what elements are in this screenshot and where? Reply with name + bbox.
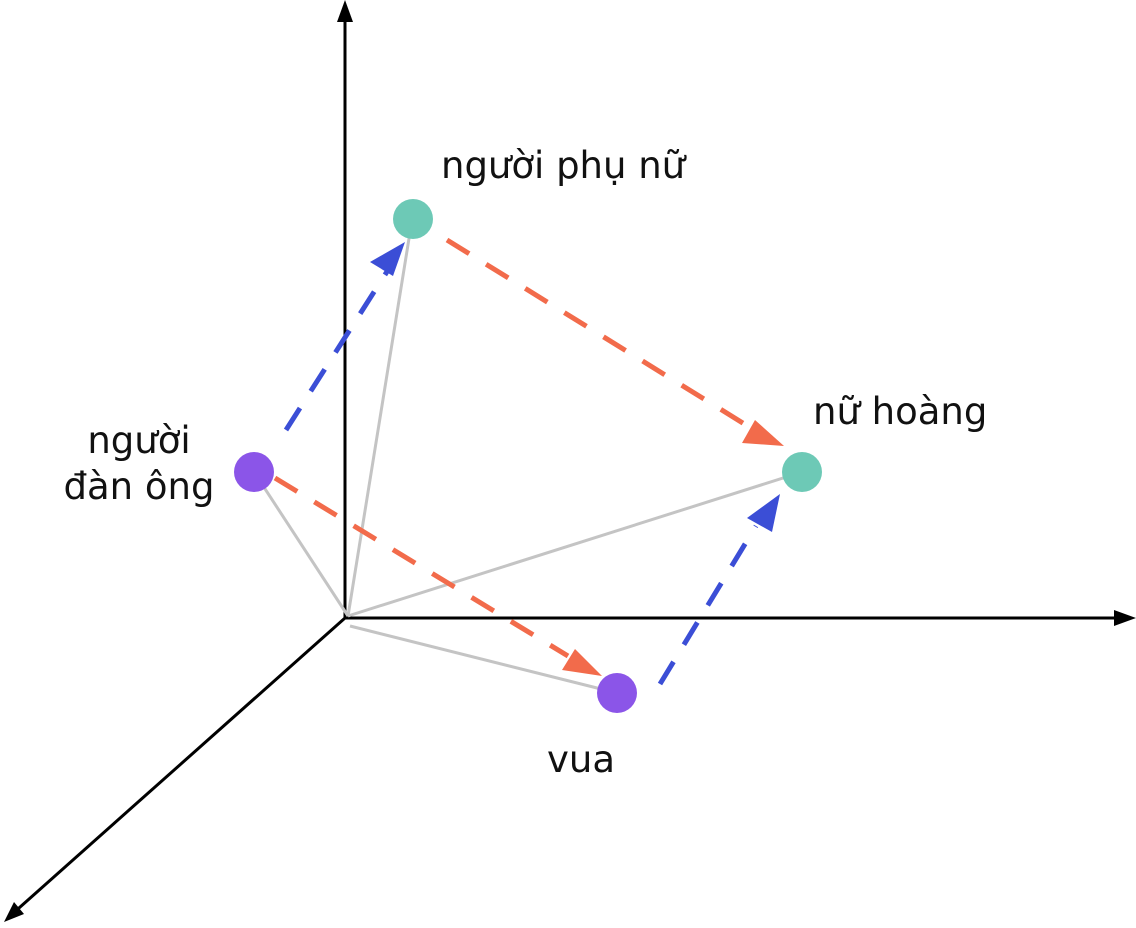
- man-to-king-arrowhead: [562, 649, 602, 676]
- man-to-woman-dashed: [283, 268, 391, 432]
- horizontal-axis-arrowhead: [1114, 610, 1136, 626]
- axes: [9, 14, 1124, 918]
- vertical-axis-arrowhead: [337, 0, 353, 22]
- king-to-queen-arrowhead: [747, 494, 780, 532]
- king-point: [597, 673, 637, 713]
- depth-axis-arrowhead: [4, 902, 24, 922]
- queen-point: [782, 452, 822, 492]
- woman-point: [393, 199, 433, 239]
- depth-axis: [9, 616, 346, 918]
- man-to-woman-arrowhead: [370, 242, 405, 276]
- origin-line-woman: [346, 219, 414, 617]
- king-to-queen-dashed: [657, 524, 759, 686]
- woman-to-queen-arrowhead: [742, 420, 784, 446]
- origin-vectors: [252, 219, 803, 695]
- man-point: [234, 452, 274, 492]
- origin-line-man: [252, 471, 350, 617]
- word-points: [234, 199, 822, 713]
- man-label: người đàn ông: [39, 418, 239, 510]
- gender-arrows: [283, 242, 780, 686]
- royalty-arrows: [273, 237, 784, 676]
- man-label-line1: người: [87, 419, 191, 462]
- woman-to-queen-dashed: [445, 237, 748, 428]
- axis-arrowheads: [4, 0, 1136, 922]
- queen-label: nữ hoàng: [813, 390, 988, 433]
- man-to-king-dashed: [273, 475, 570, 659]
- origin-line-queen: [347, 470, 803, 618]
- king-label: vua: [547, 738, 616, 781]
- origin-line-king: [349, 624, 618, 695]
- woman-label: người phụ nữ: [441, 144, 686, 187]
- man-label-line2: đàn ông: [63, 465, 215, 508]
